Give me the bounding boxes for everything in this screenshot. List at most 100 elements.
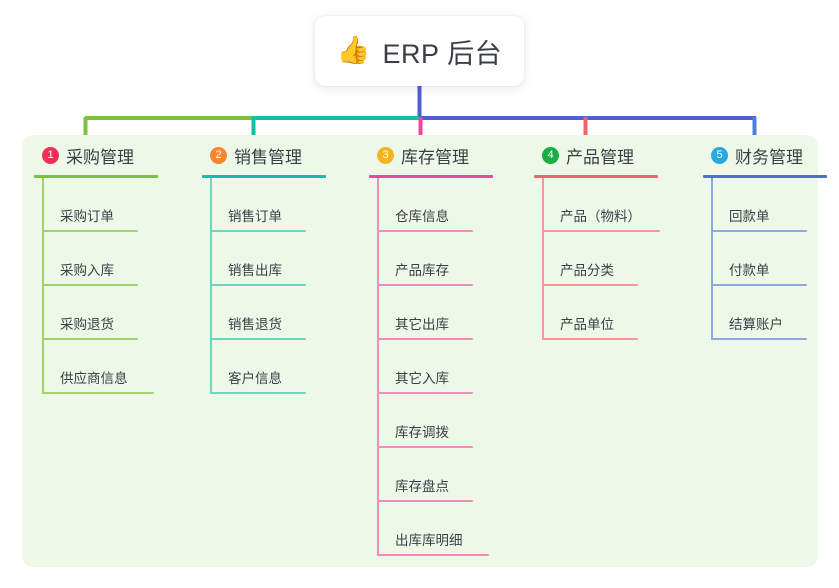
list-item-underline bbox=[542, 338, 638, 340]
list-item-underline bbox=[377, 230, 473, 232]
branch-column-1: 1 采购管理 采购订单 采购入库 采购退货 供应商信 bbox=[22, 135, 174, 394]
list-item-underline bbox=[42, 284, 138, 286]
list-item-underline bbox=[210, 230, 306, 232]
list-item-underline bbox=[711, 230, 807, 232]
branch-underline-2 bbox=[202, 175, 326, 178]
list-item-label: 产品单位 bbox=[560, 317, 614, 333]
branch-underline-1 bbox=[34, 175, 158, 178]
page-title: ERP 后台 bbox=[382, 38, 503, 69]
branch-column-3: 3 库存管理 仓库信息 产品库存 其它出库 其它入库 bbox=[357, 135, 509, 556]
branch-header-2[interactable]: 2 销售管理 bbox=[190, 135, 342, 175]
list-item-underline bbox=[210, 284, 306, 286]
branch-badge-5: 5 bbox=[711, 146, 728, 164]
list-item-label: 仓库信息 bbox=[395, 209, 449, 225]
branch-title-5: 财务管理 bbox=[735, 147, 803, 167]
list-item-underline bbox=[42, 392, 154, 394]
list-item-underline bbox=[377, 446, 473, 448]
list-item-label: 产品库存 bbox=[395, 263, 449, 279]
list-item[interactable]: 回款单 bbox=[711, 178, 839, 232]
diagram-panel bbox=[22, 135, 818, 567]
branch-title-3: 库存管理 bbox=[401, 147, 469, 167]
branch-spine-5 bbox=[711, 178, 713, 340]
list-item[interactable]: 销售出库 bbox=[210, 232, 342, 286]
branch-spine-3 bbox=[377, 178, 379, 556]
list-item[interactable]: 其它出库 bbox=[377, 286, 509, 340]
list-item-label: 销售出库 bbox=[228, 263, 282, 279]
branch-header-3[interactable]: 3 库存管理 bbox=[357, 135, 509, 175]
list-item-label: 库存盘点 bbox=[395, 479, 449, 495]
list-item-underline bbox=[377, 338, 473, 340]
branch-title-4: 产品管理 bbox=[566, 147, 634, 167]
list-item[interactable]: 产品分类 bbox=[542, 232, 674, 286]
branch-items-3: 仓库信息 产品库存 其它出库 其它入库 库存调拨 bbox=[377, 178, 509, 556]
branch-underline-5 bbox=[703, 175, 827, 178]
list-item-underline bbox=[711, 284, 807, 286]
list-item[interactable]: 产品（物料） bbox=[542, 178, 674, 232]
list-item-label: 产品分类 bbox=[560, 263, 614, 279]
branch-underline-3 bbox=[369, 175, 493, 178]
thumbs-up-icon: 👍 bbox=[336, 34, 371, 65]
list-item[interactable]: 库存调拨 bbox=[377, 394, 509, 448]
list-item[interactable]: 供应商信息 bbox=[42, 340, 174, 394]
list-item-label: 采购退货 bbox=[60, 317, 114, 333]
list-item[interactable]: 出库库明细 bbox=[377, 502, 509, 556]
list-item-label: 其它出库 bbox=[395, 317, 449, 333]
branch-column-5: 5 财务管理 回款单 付款单 结算账户 bbox=[691, 135, 839, 340]
list-item-underline bbox=[377, 500, 473, 502]
list-item[interactable]: 库存盘点 bbox=[377, 448, 509, 502]
column-container: 1 采购管理 采购订单 采购入库 采购退货 供应商信 bbox=[22, 135, 827, 567]
list-item-underline bbox=[542, 230, 660, 232]
branch-items-2: 销售订单 销售出库 销售退货 客户信息 bbox=[210, 178, 342, 394]
list-item-label: 其它入库 bbox=[395, 371, 449, 387]
list-item-underline bbox=[542, 284, 638, 286]
branch-header-5[interactable]: 5 财务管理 bbox=[691, 135, 839, 175]
list-item-label: 出库库明细 bbox=[395, 533, 463, 549]
list-item[interactable]: 采购退货 bbox=[42, 286, 174, 340]
branch-title-1: 采购管理 bbox=[66, 147, 134, 167]
list-item-label: 库存调拨 bbox=[395, 425, 449, 441]
root-title-card: 👍 ERP 后台 bbox=[315, 16, 524, 86]
branch-items-1: 采购订单 采购入库 采购退货 供应商信息 bbox=[42, 178, 174, 394]
branch-badge-4: 4 bbox=[542, 146, 559, 164]
list-item[interactable]: 销售订单 bbox=[210, 178, 342, 232]
list-item-underline bbox=[42, 338, 138, 340]
list-item[interactable]: 仓库信息 bbox=[377, 178, 509, 232]
branch-title-2: 销售管理 bbox=[234, 147, 302, 167]
list-item-label: 结算账户 bbox=[729, 317, 783, 333]
list-item-underline bbox=[377, 284, 473, 286]
branch-underline-4 bbox=[534, 175, 658, 178]
list-item-underline bbox=[210, 338, 306, 340]
branch-badge-3: 3 bbox=[377, 146, 394, 164]
branch-header-1[interactable]: 1 采购管理 bbox=[22, 135, 174, 175]
list-item-label: 销售退货 bbox=[228, 317, 282, 333]
list-item[interactable]: 付款单 bbox=[711, 232, 839, 286]
list-item-label: 回款单 bbox=[729, 209, 770, 225]
list-item-label: 采购订单 bbox=[60, 209, 114, 225]
list-item[interactable]: 结算账户 bbox=[711, 286, 839, 340]
list-item[interactable]: 采购订单 bbox=[42, 178, 174, 232]
list-item-underline bbox=[210, 392, 306, 394]
list-item-label: 销售订单 bbox=[228, 209, 282, 225]
list-item[interactable]: 其它入库 bbox=[377, 340, 509, 394]
list-item[interactable]: 销售退货 bbox=[210, 286, 342, 340]
branch-badge-1: 1 bbox=[42, 146, 59, 164]
list-item-label: 客户信息 bbox=[228, 371, 282, 387]
branch-badge-2: 2 bbox=[210, 146, 227, 164]
list-item-label: 供应商信息 bbox=[60, 371, 128, 387]
list-item-underline bbox=[377, 554, 489, 556]
branch-spine-2 bbox=[210, 178, 212, 394]
branch-items-5: 回款单 付款单 结算账户 bbox=[711, 178, 839, 340]
list-item[interactable]: 产品库存 bbox=[377, 232, 509, 286]
list-item-underline bbox=[42, 230, 138, 232]
branch-column-4: 4 产品管理 产品（物料） 产品分类 产品单位 bbox=[522, 135, 674, 340]
list-item[interactable]: 产品单位 bbox=[542, 286, 674, 340]
branch-spine-4 bbox=[542, 178, 544, 340]
list-item-label: 付款单 bbox=[729, 263, 770, 279]
list-item[interactable]: 采购入库 bbox=[42, 232, 174, 286]
list-item-label: 采购入库 bbox=[60, 263, 114, 279]
branch-spine-1 bbox=[42, 178, 44, 394]
branch-header-4[interactable]: 4 产品管理 bbox=[522, 135, 674, 175]
list-item-underline bbox=[711, 338, 807, 340]
list-item[interactable]: 客户信息 bbox=[210, 340, 342, 394]
